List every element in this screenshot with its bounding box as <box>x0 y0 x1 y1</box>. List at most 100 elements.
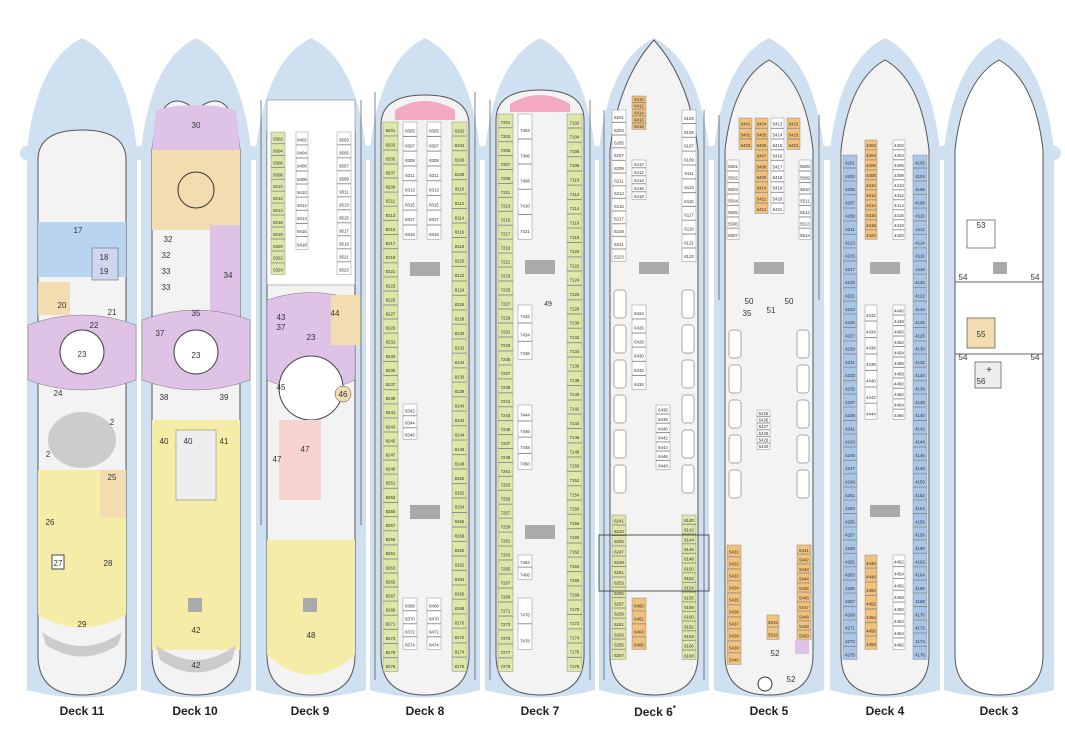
area-label: 18 <box>100 253 109 262</box>
cabin-number: 4410 <box>866 183 876 188</box>
cabin-number: 7233 <box>501 343 511 348</box>
cabin <box>497 169 514 184</box>
cabin-number: 4440 <box>866 379 876 384</box>
cabin-number: 4261 <box>845 559 855 564</box>
cabin <box>655 441 671 452</box>
cabin <box>912 314 928 328</box>
cabin-number: 5426 <box>759 417 769 422</box>
cabin <box>517 189 533 215</box>
lifeboat <box>728 329 742 359</box>
cabin-number: 7116 <box>570 220 580 225</box>
cabin-number: 5404 <box>757 122 767 127</box>
cabin <box>426 225 442 240</box>
cabin <box>402 195 418 211</box>
cabin-number: 8231 <box>386 340 396 345</box>
cabin-number: 4150 <box>915 480 925 485</box>
cabin-number: 4247 <box>845 466 855 471</box>
cabin <box>382 629 399 644</box>
lifeboat <box>613 464 627 494</box>
cabin <box>517 323 533 342</box>
area-label: 42 <box>192 626 201 635</box>
cabin-number: 7150 <box>570 464 580 469</box>
cabin <box>451 454 468 469</box>
cabin <box>912 380 928 394</box>
cabin-number: 8126 <box>455 302 465 307</box>
cabin <box>681 534 697 544</box>
cabin-number: 7247 <box>501 441 511 446</box>
area-label: 42 <box>192 661 201 670</box>
cabin-number: 7231 <box>501 329 511 334</box>
cabin <box>611 639 627 650</box>
cabin <box>864 229 878 240</box>
cabin-number: 6430 <box>634 354 644 359</box>
cabin-number: 5436 <box>729 610 739 615</box>
cabin <box>451 556 468 571</box>
cabin <box>611 249 627 262</box>
cabin-number: 4118 <box>915 267 925 272</box>
cabin <box>754 192 769 203</box>
cabin <box>796 582 812 593</box>
cabin-number: 4458 <box>894 371 904 376</box>
cabin <box>892 626 906 638</box>
cabin <box>726 580 742 593</box>
cabin-number: 4132 <box>915 360 925 365</box>
cabin <box>497 490 514 505</box>
cabin <box>842 487 858 501</box>
cabin <box>566 471 583 486</box>
cabin <box>912 367 928 381</box>
cabin-number: 4444 <box>866 411 876 416</box>
cabin-number: 6414 <box>634 178 644 183</box>
cabin <box>754 139 769 150</box>
cabin <box>864 179 878 190</box>
cabin-number: 8176 <box>455 664 465 669</box>
cabin-number: 8311 <box>429 173 439 178</box>
lifeboat <box>681 324 695 354</box>
cabin-number: 6115 <box>684 199 694 204</box>
cabin <box>451 208 468 223</box>
cabin <box>892 229 906 240</box>
area-label: 50 <box>785 297 794 306</box>
cabin-number: 9322 <box>273 256 283 261</box>
cabin-number: 6103 <box>684 116 694 121</box>
cabin-number: 5415 <box>773 143 783 148</box>
area-40b <box>175 429 217 501</box>
cabin <box>426 180 442 196</box>
deck-3-label: Deck 3 <box>979 704 1019 718</box>
cabin-number: 8468 <box>429 603 439 608</box>
cabin <box>382 291 399 305</box>
cabin <box>655 460 671 470</box>
cabin <box>451 512 468 527</box>
area-label: 44 <box>331 309 340 318</box>
cabin <box>451 165 468 180</box>
cabin <box>770 160 785 171</box>
cabin-number: 4211 <box>845 227 855 232</box>
cabin-number: 4452 <box>894 560 904 565</box>
area-label: 37 <box>277 323 286 332</box>
cabin <box>382 657 399 672</box>
cabin <box>382 121 399 136</box>
cabin <box>912 194 928 208</box>
lifeboat <box>728 399 742 429</box>
cabin-number: 7408 <box>520 179 530 184</box>
cabin-number: 5413 <box>773 122 783 127</box>
cabin <box>766 614 780 628</box>
cabin-number: 6247 <box>614 550 624 555</box>
cabin <box>295 210 309 224</box>
cabin <box>864 354 878 371</box>
cabin-number: 7176 <box>570 650 580 655</box>
cabin <box>611 649 627 660</box>
area-label: 41 <box>220 437 229 446</box>
cabin-number: 9408 <box>297 177 307 182</box>
cabin <box>426 121 442 137</box>
cabin-number: 6144 <box>684 537 694 542</box>
cabin-number: 9416 <box>297 229 307 234</box>
cabin-number: 5433 <box>729 574 739 579</box>
cabin <box>382 601 399 616</box>
cabin <box>798 205 812 217</box>
cabin-number: 4245 <box>845 453 855 458</box>
cabin-number: 5446 <box>799 595 809 600</box>
cabin-number: 9314 <box>273 208 283 213</box>
cabin <box>842 314 858 328</box>
area-label: 23 <box>307 333 316 342</box>
